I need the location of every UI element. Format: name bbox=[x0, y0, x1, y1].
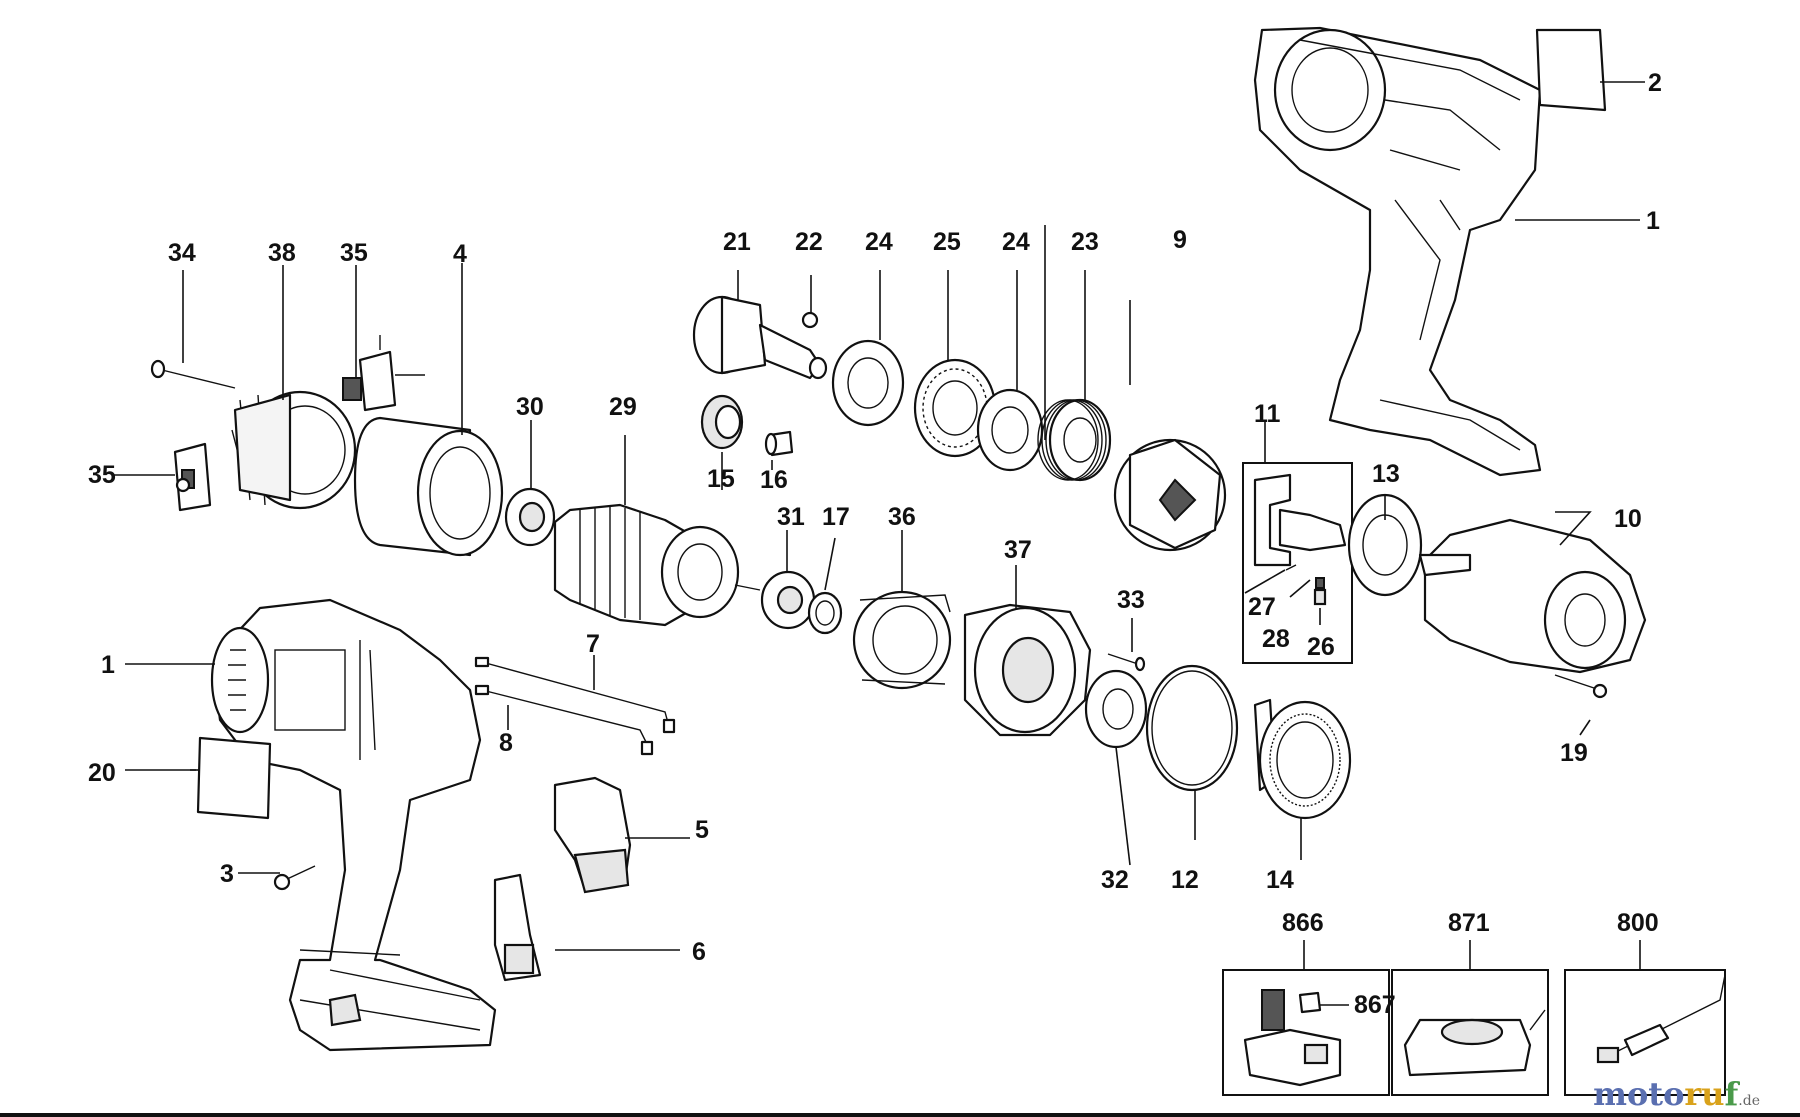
callout-2: 2 bbox=[1648, 69, 1662, 97]
wire-lead-7 bbox=[474, 656, 676, 734]
ball-22 bbox=[801, 311, 819, 329]
brush-holder-35-upper bbox=[342, 335, 425, 412]
planet-carrier-21 bbox=[692, 295, 828, 380]
callout-10: 10 bbox=[1614, 505, 1642, 533]
hammer-9 bbox=[1113, 438, 1227, 552]
motor-can-4 bbox=[353, 416, 504, 557]
watermark-logo: motoruf.de bbox=[1593, 1075, 1760, 1113]
pin-27 bbox=[1285, 564, 1297, 571]
callout-6: 6 bbox=[692, 938, 706, 966]
bottom-rule bbox=[0, 1113, 1800, 1117]
callout-866: 866 bbox=[1282, 909, 1324, 937]
callout-37: 37 bbox=[1004, 536, 1032, 564]
callout-5: 5 bbox=[695, 816, 709, 844]
callout-16: 16 bbox=[760, 466, 788, 494]
callout-871: 871 bbox=[1448, 909, 1490, 937]
callout-27: 27 bbox=[1248, 593, 1276, 621]
callout-4: 4 bbox=[453, 240, 467, 268]
bearing-30 bbox=[504, 487, 556, 547]
screw-34 bbox=[150, 359, 236, 389]
callout-24-a: 24 bbox=[865, 228, 893, 256]
accessory-box-800 bbox=[1564, 969, 1726, 1096]
callout-11: 11 bbox=[1254, 400, 1281, 428]
terminal-6 bbox=[493, 873, 542, 982]
label-sticker-20 bbox=[196, 736, 272, 820]
spring-26 bbox=[1313, 588, 1327, 606]
callout-12: 12 bbox=[1171, 866, 1199, 894]
callout-33: 33 bbox=[1117, 586, 1145, 614]
callout-24-b: 24 bbox=[1002, 228, 1030, 256]
callout-29: 29 bbox=[609, 393, 637, 421]
bearing-plate-36 bbox=[852, 590, 952, 690]
callout-21: 21 bbox=[723, 228, 751, 256]
callout-19: 19 bbox=[1560, 739, 1588, 767]
spring-23 bbox=[1037, 398, 1112, 482]
callout-30: 30 bbox=[516, 393, 544, 421]
accessory-box-866 bbox=[1222, 969, 1390, 1096]
battery-pack-866 bbox=[1243, 989, 1342, 1087]
callout-23: 23 bbox=[1071, 228, 1099, 256]
callout-36: 36 bbox=[888, 503, 916, 531]
housing-half-left bbox=[210, 598, 497, 1052]
housing-half-right bbox=[1253, 26, 1542, 477]
callout-22: 22 bbox=[795, 228, 823, 256]
callout-1-left: 1 bbox=[101, 651, 115, 679]
callout-3: 3 bbox=[220, 860, 234, 888]
gear-15 bbox=[700, 394, 744, 450]
washer-31 bbox=[760, 570, 816, 630]
callout-7: 7 bbox=[586, 630, 600, 658]
callout-34: 34 bbox=[168, 239, 196, 267]
screw-3 bbox=[273, 865, 316, 891]
charger-871 bbox=[1403, 1009, 1546, 1077]
callout-28: 28 bbox=[1262, 625, 1290, 653]
ball-28 bbox=[1315, 577, 1325, 589]
washer-24-a bbox=[831, 339, 905, 427]
gear-case-37 bbox=[963, 603, 1092, 737]
callout-14: 14 bbox=[1266, 866, 1294, 894]
callout-9: 9 bbox=[1173, 226, 1187, 254]
callout-20: 20 bbox=[88, 759, 116, 787]
nose-housing-10 bbox=[1418, 518, 1647, 674]
armature-29 bbox=[553, 503, 761, 627]
charger-cord-800 bbox=[1596, 974, 1726, 1064]
callout-867: 867 bbox=[1354, 991, 1396, 1019]
callout-numbers: 2 1 1 20 3 34 38 35 35 4 30 29 21 22 24 … bbox=[88, 69, 1662, 1019]
callout-1-right: 1 bbox=[1646, 207, 1660, 235]
washer-24-b bbox=[976, 388, 1044, 472]
callout-15: 15 bbox=[707, 465, 735, 493]
brush-holder-35-lower bbox=[173, 442, 212, 512]
callout-8: 8 bbox=[499, 729, 513, 757]
wire-lead-8 bbox=[474, 684, 654, 756]
pin-16 bbox=[764, 430, 794, 457]
callout-38: 38 bbox=[268, 239, 296, 267]
callout-35-lower: 35 bbox=[88, 461, 116, 489]
callout-32: 32 bbox=[1101, 866, 1129, 894]
callout-35-upper: 35 bbox=[340, 239, 368, 267]
callout-800: 800 bbox=[1617, 909, 1659, 937]
leader-lines bbox=[112, 81, 1645, 1006]
callout-25: 25 bbox=[933, 228, 961, 256]
o-ring-12 bbox=[1145, 664, 1239, 792]
screw-19 bbox=[1554, 674, 1608, 699]
washer-32 bbox=[1084, 669, 1148, 749]
label-sticker-2 bbox=[1535, 28, 1607, 112]
end-cap-38 bbox=[231, 390, 357, 510]
pin-33 bbox=[1107, 653, 1146, 672]
callout-17: 17 bbox=[822, 503, 850, 531]
callout-13: 13 bbox=[1372, 460, 1400, 488]
callout-31: 31 bbox=[777, 503, 805, 531]
ring-gear-14 bbox=[1253, 698, 1352, 820]
o-ring-17 bbox=[807, 591, 843, 635]
switch-5 bbox=[553, 776, 632, 894]
callout-26: 26 bbox=[1307, 633, 1335, 661]
anvil-11 bbox=[1253, 473, 1347, 567]
terminal-cap-867 bbox=[1298, 991, 1322, 1014]
